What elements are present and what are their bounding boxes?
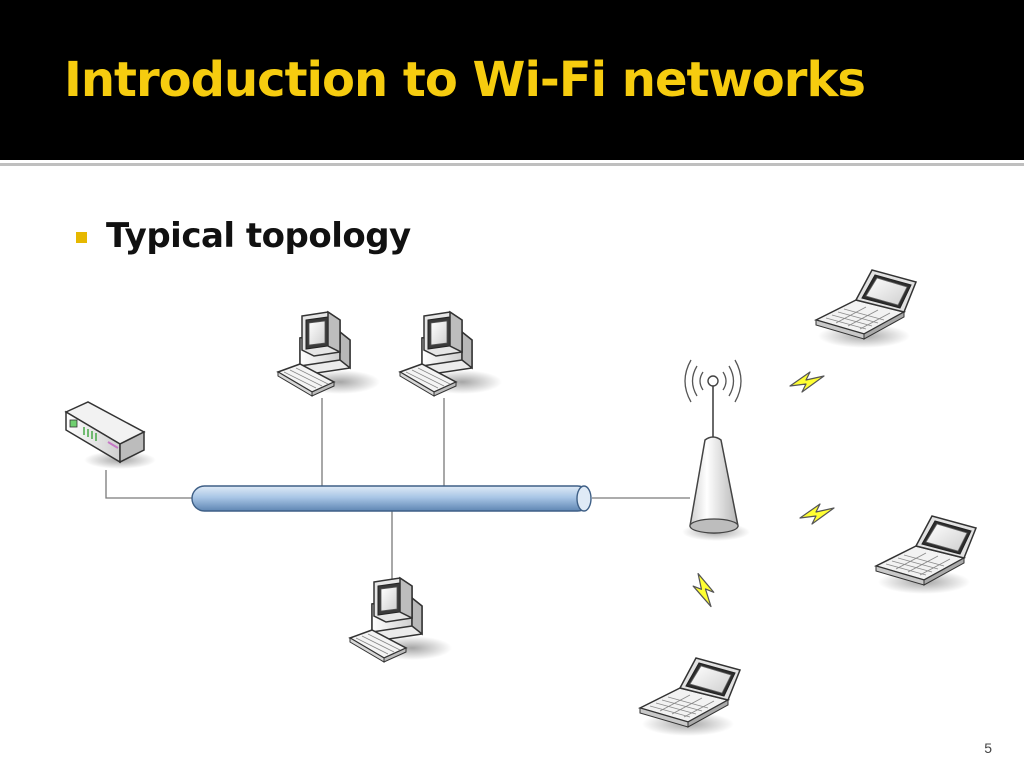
page-number: 5 [984, 740, 992, 756]
laptop-icon [815, 269, 917, 349]
laptop-icon [639, 657, 741, 737]
bullet-text: Typical topology [106, 216, 411, 256]
wireless-signal-icon [691, 571, 716, 609]
wireless-signal-icon [799, 503, 835, 525]
wireless-access-point-icon [682, 359, 750, 541]
title-divider [0, 160, 1024, 163]
desktop-computer-icon [399, 311, 503, 397]
wired-links [105, 398, 690, 580]
desktop-computer-icon [349, 577, 453, 663]
title-divider-shadow [0, 163, 1024, 166]
laptop-icon [875, 515, 977, 595]
title-bar [0, 0, 1024, 160]
modem-link [105, 470, 194, 499]
network-backbone [191, 485, 592, 512]
slide-title: Introduction to Wi-Fi networks [64, 52, 866, 108]
desktop-computer-icon [277, 311, 381, 397]
bullet-marker [76, 232, 87, 243]
wireless-signal-icon [789, 371, 825, 393]
modem-icon [64, 401, 156, 469]
